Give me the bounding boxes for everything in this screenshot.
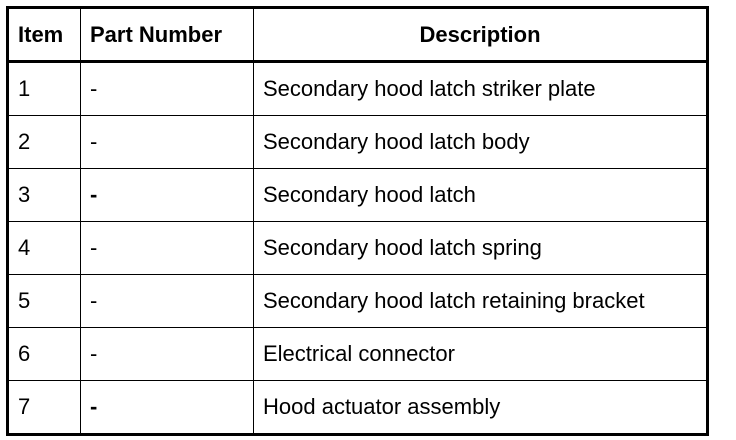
table-row: 6 - Electrical connector	[7, 327, 708, 381]
part-number-cell: -	[80, 61, 254, 116]
description-cell: Secondary hood latch	[253, 168, 708, 222]
part-number-cell: -	[80, 115, 254, 169]
item-cell: 6	[7, 327, 81, 381]
part-number-cell: -	[80, 327, 254, 381]
item-cell: 4	[7, 221, 81, 275]
item-cell: 1	[7, 61, 81, 116]
table-row: 3 - Secondary hood latch	[7, 168, 708, 222]
description-cell: Secondary hood latch body	[253, 115, 708, 169]
table-row: 5 - Secondary hood latch retaining brack…	[7, 274, 708, 328]
item-cell: 2	[7, 115, 81, 169]
header-part-number: Part Number	[80, 7, 254, 63]
table-row: 7 - Hood actuator assembly	[7, 380, 708, 435]
header-item: Item	[7, 7, 81, 63]
part-number-cell: -	[80, 274, 254, 328]
table-row: 2 - Secondary hood latch body	[7, 115, 708, 169]
part-number-cell: -	[80, 380, 254, 435]
parts-table: Item Part Number Description 1 - Seconda…	[6, 6, 709, 436]
description-cell: Electrical connector	[253, 327, 708, 381]
description-cell: Secondary hood latch retaining bracket	[253, 274, 708, 328]
table-row: 4 - Secondary hood latch spring	[7, 221, 708, 275]
item-cell: 5	[7, 274, 81, 328]
part-number-cell: -	[80, 168, 254, 222]
table-row: 1 - Secondary hood latch striker plate	[7, 61, 708, 116]
part-number-cell: -	[80, 221, 254, 275]
header-description: Description	[253, 7, 708, 63]
table-header-row: Item Part Number Description	[7, 7, 708, 63]
description-cell: Hood actuator assembly	[253, 380, 708, 435]
item-cell: 3	[7, 168, 81, 222]
description-cell: Secondary hood latch striker plate	[253, 61, 708, 116]
description-cell: Secondary hood latch spring	[253, 221, 708, 275]
item-cell: 7	[7, 380, 81, 435]
